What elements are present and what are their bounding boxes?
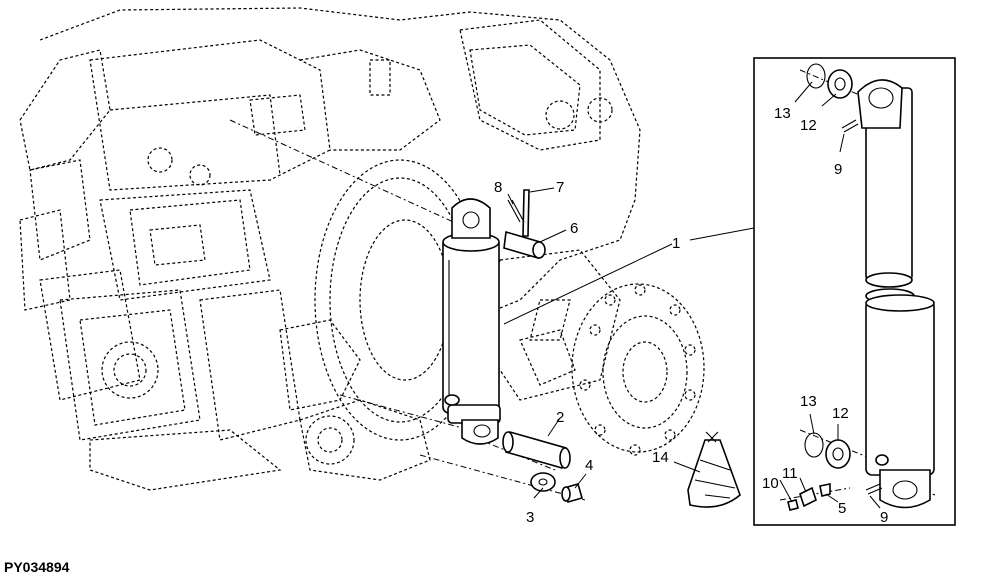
callout-1: 1 xyxy=(672,235,680,252)
callout-10: 10 xyxy=(762,475,779,492)
callout-14: 14 xyxy=(652,449,669,466)
callout-11: 11 xyxy=(782,465,798,482)
washer-3 xyxy=(530,472,556,492)
ghost-transmission-housing xyxy=(19,7,641,491)
clip-8 xyxy=(507,199,525,223)
callout-2: 2 xyxy=(556,409,564,426)
callout-4: 4 xyxy=(585,457,593,474)
axle-flange xyxy=(571,283,705,456)
spring-pin-7 xyxy=(522,189,530,237)
callout-3: 3 xyxy=(526,509,534,526)
callout-6: 6 xyxy=(570,220,578,237)
callout-7: 7 xyxy=(556,179,564,196)
parts-bag-14 xyxy=(687,431,741,508)
callout-9-upper: 9 xyxy=(834,161,842,178)
callout-12-upper: 12 xyxy=(800,117,817,134)
pin-6 xyxy=(503,230,546,260)
callout-13-lower: 13 xyxy=(800,393,817,410)
callout-13-upper: 13 xyxy=(774,105,791,122)
callout-12-lower: 12 xyxy=(832,405,849,422)
hydraulic-cylinder-installed xyxy=(442,198,501,445)
callout-labels: 1 2 3 4 5 6 7 8 9 9 10 11 12 12 13 13 14 xyxy=(494,105,888,526)
cylinder-exploded xyxy=(787,63,935,511)
pin-2 xyxy=(502,430,571,470)
detail-box xyxy=(753,57,956,526)
callout-8: 8 xyxy=(494,179,502,196)
bolt-4 xyxy=(561,483,583,503)
callout-9-lower: 9 xyxy=(880,509,888,526)
callout-5: 5 xyxy=(838,500,846,517)
figure-id: PY034894 xyxy=(4,559,70,575)
centerlines xyxy=(229,69,936,501)
leader-lines xyxy=(503,81,881,509)
